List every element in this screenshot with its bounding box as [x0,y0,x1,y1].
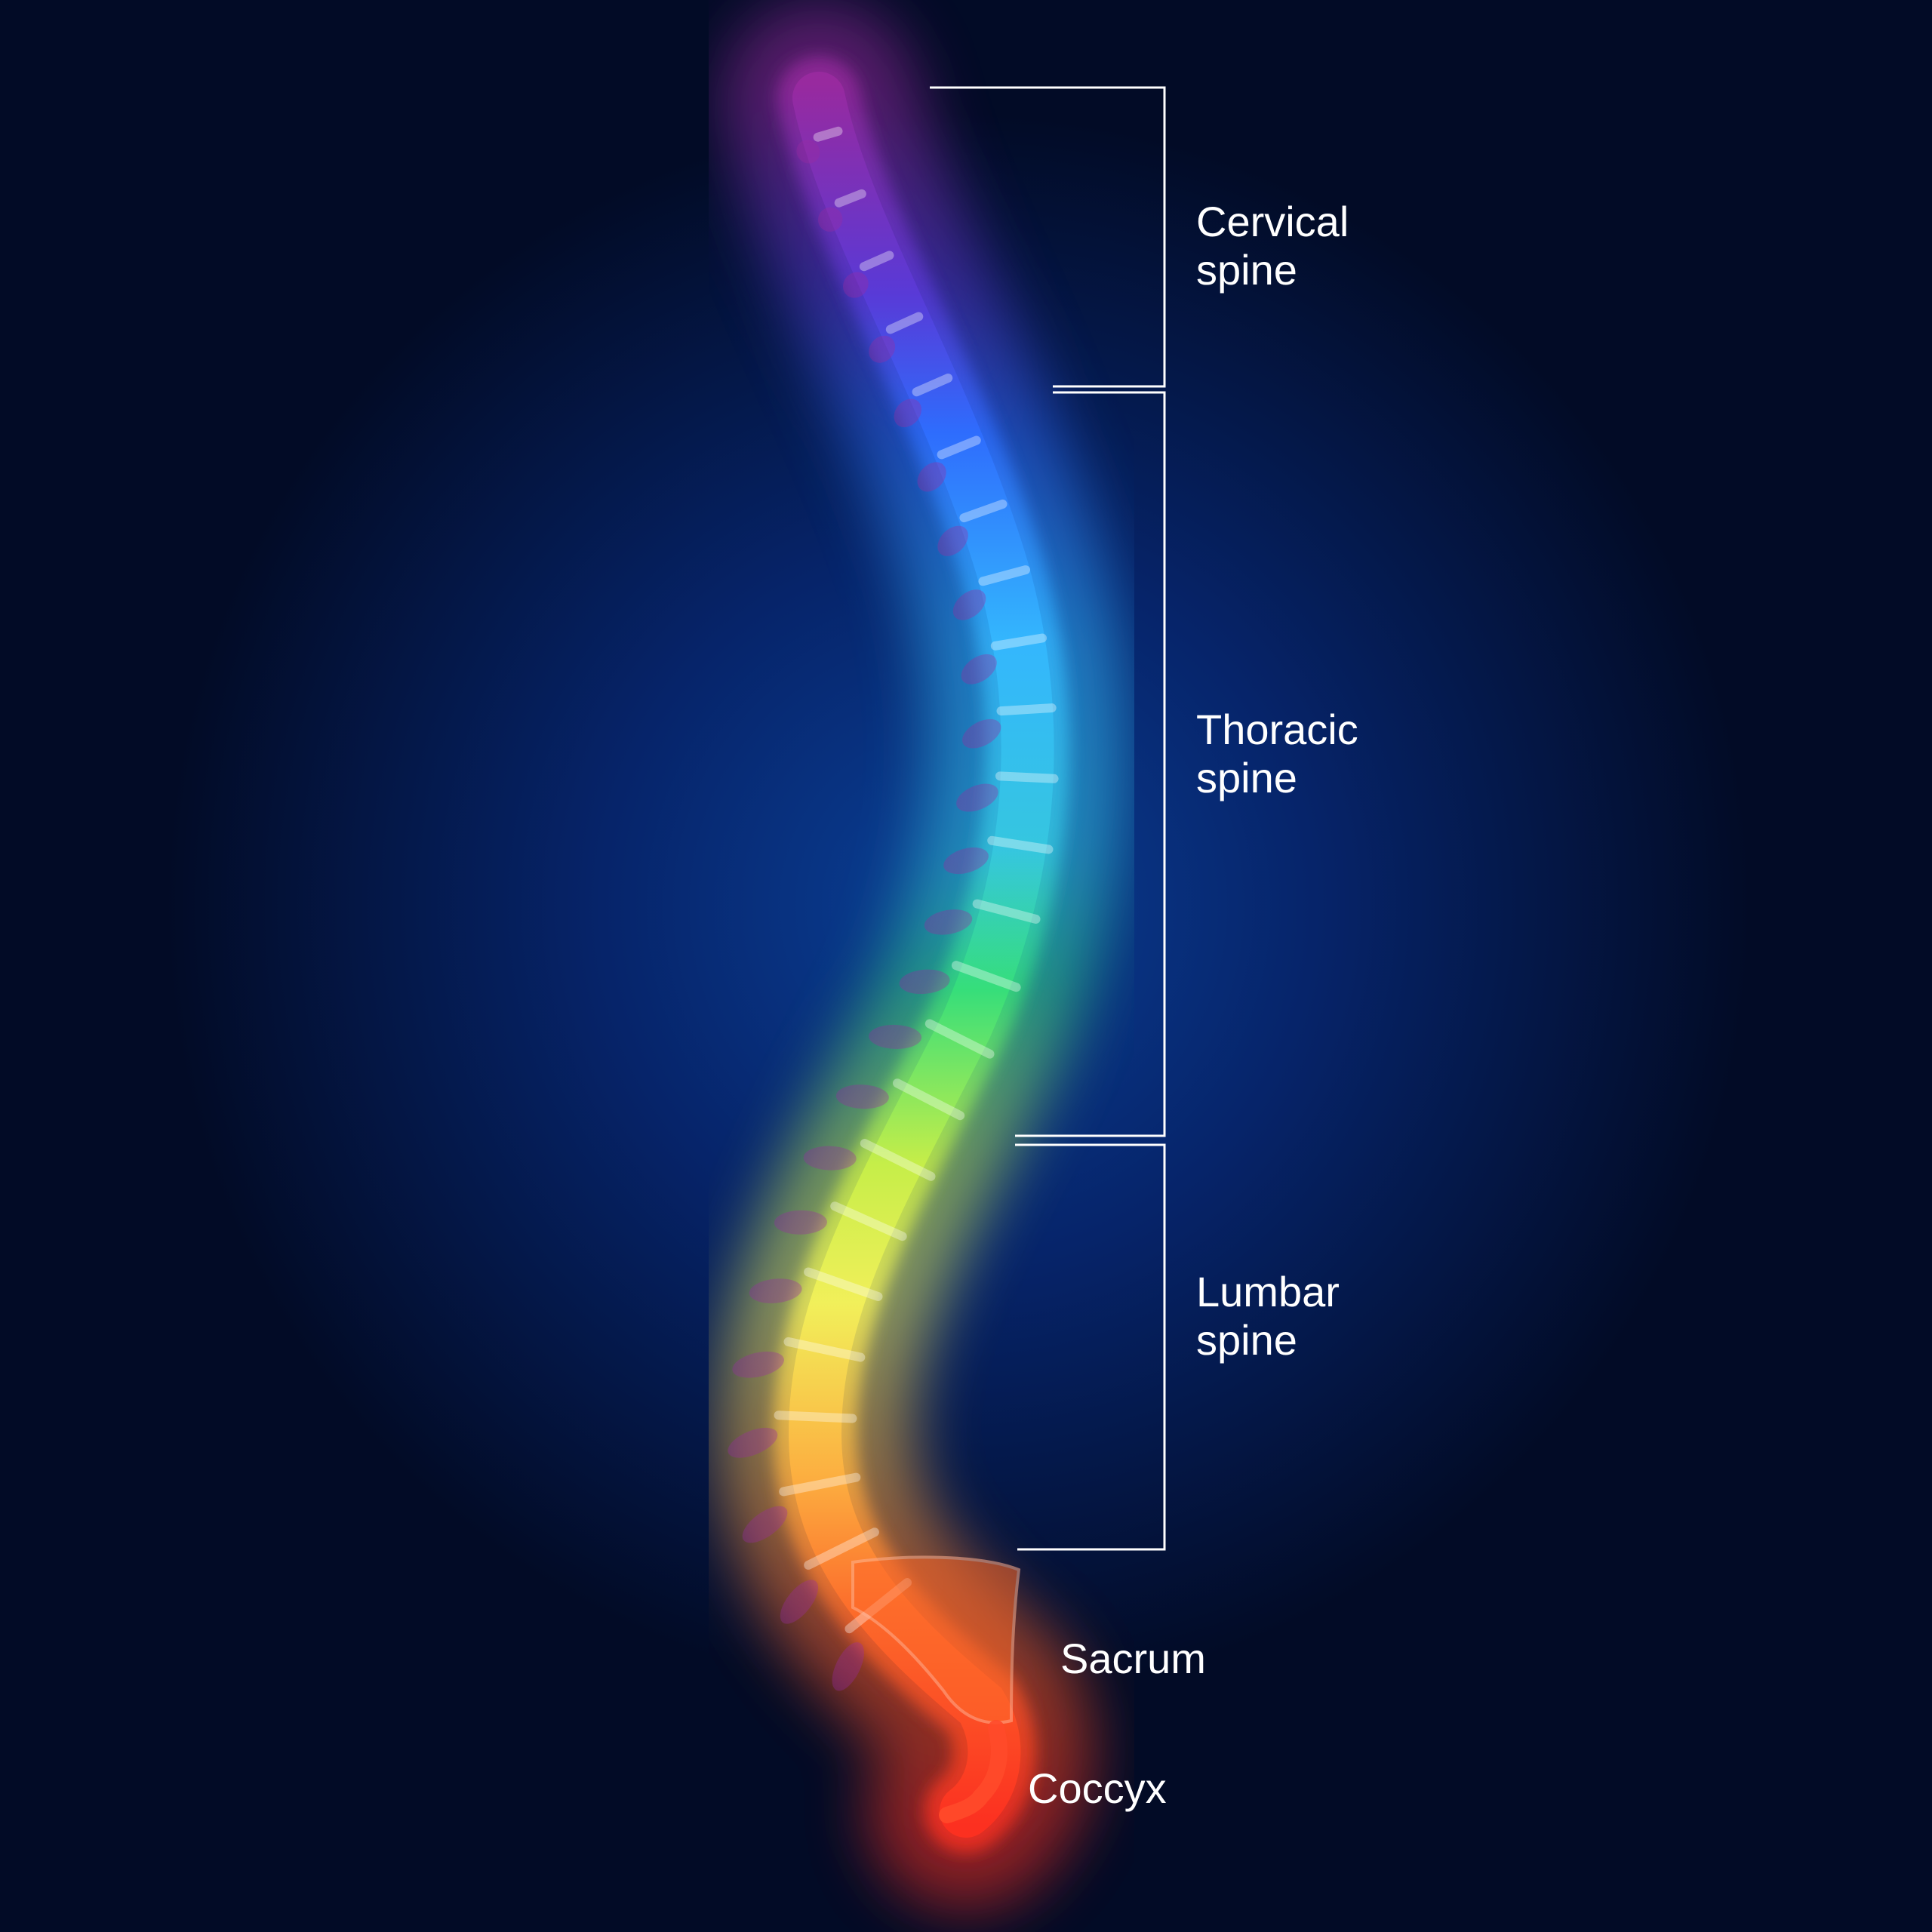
cervical-line2: spine [1196,246,1297,294]
vertebral-discs [774,126,1059,1634]
vertebral-disc [987,835,1054,854]
vertebral-disc [937,435,981,460]
spinous-process [924,909,973,935]
spinous-process [894,398,921,428]
spinous-process [956,783,998,812]
spinous-process [943,847,989,875]
vertebral-disc [779,1472,861,1497]
spinous-process [835,1084,889,1109]
vertebral-disc [830,1201,907,1241]
spinous-process [749,1278,802,1303]
vertebral-disc [859,251,894,272]
spinous-processes [728,140,1001,1691]
spinous-process [869,1024,922,1049]
vertebral-disc [813,126,843,142]
bracket-lumbar [1015,1143,1166,1551]
label-thoracic-spine: Thoracic spine [1196,706,1358,802]
vertebral-disc [892,1078,965,1121]
thoracic-line1: Thoracic [1196,706,1358,753]
vertebral-disc [783,1337,866,1362]
spinous-process [843,272,869,298]
vertebral-disc [996,703,1057,716]
vertebral-disc [774,1411,857,1423]
spinous-process [832,1642,864,1691]
thoracic-line2: spine [1196,754,1297,801]
vertebral-disc [834,189,866,208]
spinous-process [780,1580,819,1624]
vertebral-disc [990,633,1047,651]
spinous-process [899,969,950,995]
vertebral-disc [912,373,953,397]
spinous-process [952,589,986,620]
label-sacrum: Sacrum [1060,1635,1206,1682]
spinous-process [774,1210,827,1235]
bracket-thoracic [1015,391,1166,1137]
spinous-process [961,654,997,685]
spinous-process [917,462,946,492]
vertebral-disc [972,899,1041,924]
vertebral-disc [959,499,1008,523]
spinous-process [869,335,896,363]
vertebral-disc [978,565,1031,586]
lumbar-line2: spine [1196,1316,1297,1364]
vertebral-disc [995,771,1059,783]
vertebral-disc [804,1267,883,1301]
vertebral-disc [924,1019,995,1059]
lumbar-line1: Lumbar [1196,1268,1340,1315]
sacrum-shape [851,1555,1021,1724]
bracket-cervical [930,86,1166,388]
label-lumbar-spine: Lumbar spine [1196,1268,1340,1364]
spinous-process [803,1146,857,1171]
vertebral-disc [804,1527,879,1570]
spinous-process [962,718,1001,749]
label-cervical-spine: Cervical spine [1196,198,1349,294]
spinous-process [728,1427,778,1458]
spinous-process [937,525,968,556]
vertebral-disc [951,961,1021,992]
spinous-process [742,1506,788,1543]
vertebral-disc [860,1139,936,1181]
coccyx-shape [939,1720,1008,1823]
cervical-line1: Cervical [1196,198,1349,245]
spinous-process [818,207,843,232]
spinous-process [796,140,820,164]
vertebral-disc [885,312,924,334]
label-coccyx: Coccyx [1028,1764,1167,1812]
spinous-process [732,1351,784,1378]
